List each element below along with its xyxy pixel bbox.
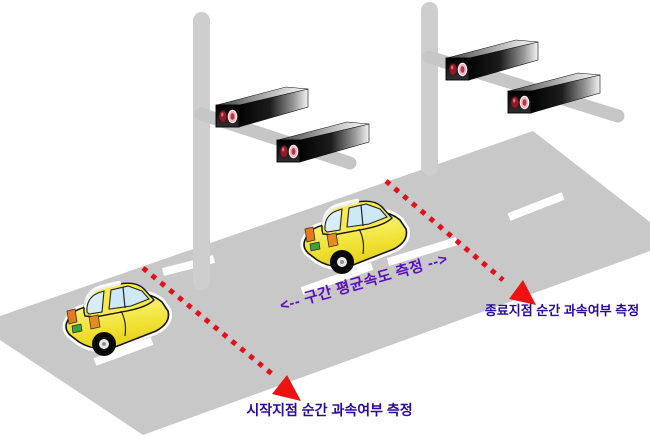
speed-camera-icon (215, 86, 309, 128)
lane-markings (0, 192, 565, 416)
measurement-line-start (141, 266, 274, 376)
arrowhead-icon (272, 375, 301, 401)
lane-dash (93, 337, 154, 366)
arrowhead-icon (509, 280, 536, 305)
measurement-line-end (384, 179, 505, 282)
lane-dash (300, 262, 374, 295)
end-point-label: 종료지점 순간 과속여부 측정 (484, 303, 640, 318)
lane-dash (386, 237, 459, 266)
start-point-label: 시작지점 순간 과속여부 측정 (246, 402, 413, 418)
lane-dash (0, 396, 36, 416)
pole-left (193, 12, 210, 290)
lane-dash (507, 192, 565, 221)
pole-right (421, 2, 438, 176)
